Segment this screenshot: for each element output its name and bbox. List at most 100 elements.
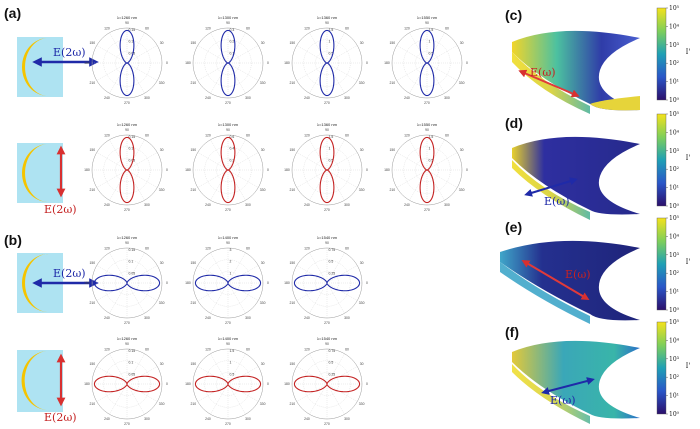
polar-grid-spoke <box>126 139 145 171</box>
polar-title: λ=1260 nm <box>117 336 138 341</box>
colorbar-tick: 10¹ <box>669 79 679 86</box>
polar-title: λ=1300 nm <box>218 15 239 20</box>
polar-grid-spoke <box>109 139 128 171</box>
polar-grid-spoke <box>109 32 128 64</box>
polar-grid-spoke <box>227 62 259 81</box>
polar-grid-spoke <box>296 265 328 284</box>
polar-grid-ring <box>216 51 240 75</box>
polar-grid-ring <box>415 158 439 182</box>
radial-tick-label: 0.1 <box>129 40 134 44</box>
polar-grid-spoke <box>309 169 328 201</box>
angle-tick-label: 150 <box>191 362 197 366</box>
angle-tick-label: 0 <box>267 281 269 285</box>
polar-grid-spoke <box>210 353 229 385</box>
polar-grid-spoke <box>326 62 358 81</box>
angle-tick-label: 210 <box>90 188 96 192</box>
radial-tick-label: 0.15 <box>129 248 136 252</box>
angle-tick-label: 210 <box>290 402 296 406</box>
angle-tick-label: 240 <box>304 417 310 421</box>
polar-grid-spoke <box>296 383 328 402</box>
schematic-a-row1: E(2ω) <box>17 37 99 97</box>
polar-grid-spoke <box>96 62 128 81</box>
angle-tick-label: 330 <box>260 402 266 406</box>
polar-grid-spoke <box>96 169 128 188</box>
angle-tick-label: 60 <box>145 348 149 352</box>
angle-tick-label: 120 <box>104 348 110 352</box>
polar-curve <box>419 136 435 204</box>
angle-tick-label: 300 <box>245 316 251 320</box>
polar-grid-spoke <box>227 169 259 188</box>
render-d: E(ω) <box>512 136 640 220</box>
angle-tick-label: 150 <box>290 41 296 45</box>
polar-plot: 03060901201501802102402703003300.10.20.3… <box>185 15 269 105</box>
render-f: E(ω) <box>512 340 640 424</box>
polar-grid-ring <box>315 271 339 295</box>
polar-title: λ=1260 nm <box>117 15 138 20</box>
radial-tick-label: 0.1 <box>230 51 235 55</box>
radial-tick-label: 0.15 <box>129 349 136 353</box>
polar-curve <box>419 29 435 97</box>
polar-grid-ring <box>204 259 252 307</box>
polar-title: λ=1260 nm <box>117 122 138 127</box>
radial-tick-label: 1 <box>329 40 331 44</box>
angle-tick-label: 150 <box>390 148 396 152</box>
polar-curve <box>194 274 262 292</box>
polar-curve <box>194 375 262 393</box>
polar-plot: 03060901201501802102402703003300.050.10.… <box>84 336 168 426</box>
polar-grid-spoke <box>326 32 345 64</box>
polar-grid-spoke <box>296 282 328 301</box>
polar-plot: 03060901201501802102402703003300.511.5λ=… <box>384 122 468 212</box>
polar-title: λ=1400 nm <box>218 336 239 341</box>
angle-tick-label: 270 <box>324 422 330 426</box>
angle-tick-label: 120 <box>104 27 110 31</box>
angle-tick-label: 300 <box>444 96 450 100</box>
polar-grid-spoke <box>109 383 128 415</box>
polar-grid-spoke <box>409 62 428 94</box>
polar-grid-spoke <box>227 282 259 301</box>
angle-tick-label: 150 <box>191 148 197 152</box>
radial-tick-label: 1 <box>230 271 232 275</box>
radial-tick-label: 0.1 <box>129 361 134 365</box>
polar-grid-ring <box>303 360 351 408</box>
polar-grid-ring <box>115 271 139 295</box>
colorbar-tick: 10² <box>669 166 680 173</box>
angle-tick-label: 120 <box>205 27 211 31</box>
colorbar-gradient <box>656 113 667 207</box>
field-label: E(ω) <box>530 66 556 79</box>
field-label: E(ω) <box>550 394 576 407</box>
polar-grid-spoke <box>126 252 145 284</box>
angle-tick-label: 330 <box>260 81 266 85</box>
polar-grid-spoke <box>409 32 428 64</box>
polar-grid-spoke <box>126 62 158 81</box>
polar-grid-ring <box>303 259 351 307</box>
polar-curve <box>119 29 135 97</box>
radial-tick-label: 0.6 <box>230 135 235 139</box>
polar-grid-ring <box>315 51 339 75</box>
angle-tick-label: 240 <box>104 316 110 320</box>
polar-grid-spoke <box>227 282 246 314</box>
polar-grid-spoke <box>326 383 345 415</box>
angle-tick-label: 180 <box>384 168 390 172</box>
colorbar-tick: 10⁴ <box>669 23 680 30</box>
radial-tick-label: 1.5 <box>329 135 334 139</box>
polar-grid-spoke <box>197 282 229 301</box>
polar-curve <box>220 29 236 97</box>
angle-tick-label: 210 <box>90 81 96 85</box>
polar-grid-spoke <box>96 152 128 171</box>
angle-tick-label: 210 <box>390 81 396 85</box>
panel-label-c: (c) <box>505 7 522 23</box>
polar-grid-spoke <box>326 169 345 201</box>
polar-curve <box>93 274 161 292</box>
polar-plot: 03060901201501802102402703003300.511.5λ=… <box>384 15 468 105</box>
polar-grid-ring <box>216 158 240 182</box>
polar-curve <box>319 136 335 204</box>
polar-grid-spoke <box>426 169 445 201</box>
radial-tick-label: 0.25 <box>329 372 336 376</box>
angle-tick-label: 180 <box>185 61 191 65</box>
angle-tick-label: 60 <box>345 348 349 352</box>
polar-plot: 03060901201501802102402703003300.050.10.… <box>84 235 168 325</box>
radial-tick-label: 1.5 <box>230 349 235 353</box>
angle-tick-label: 330 <box>359 301 365 305</box>
